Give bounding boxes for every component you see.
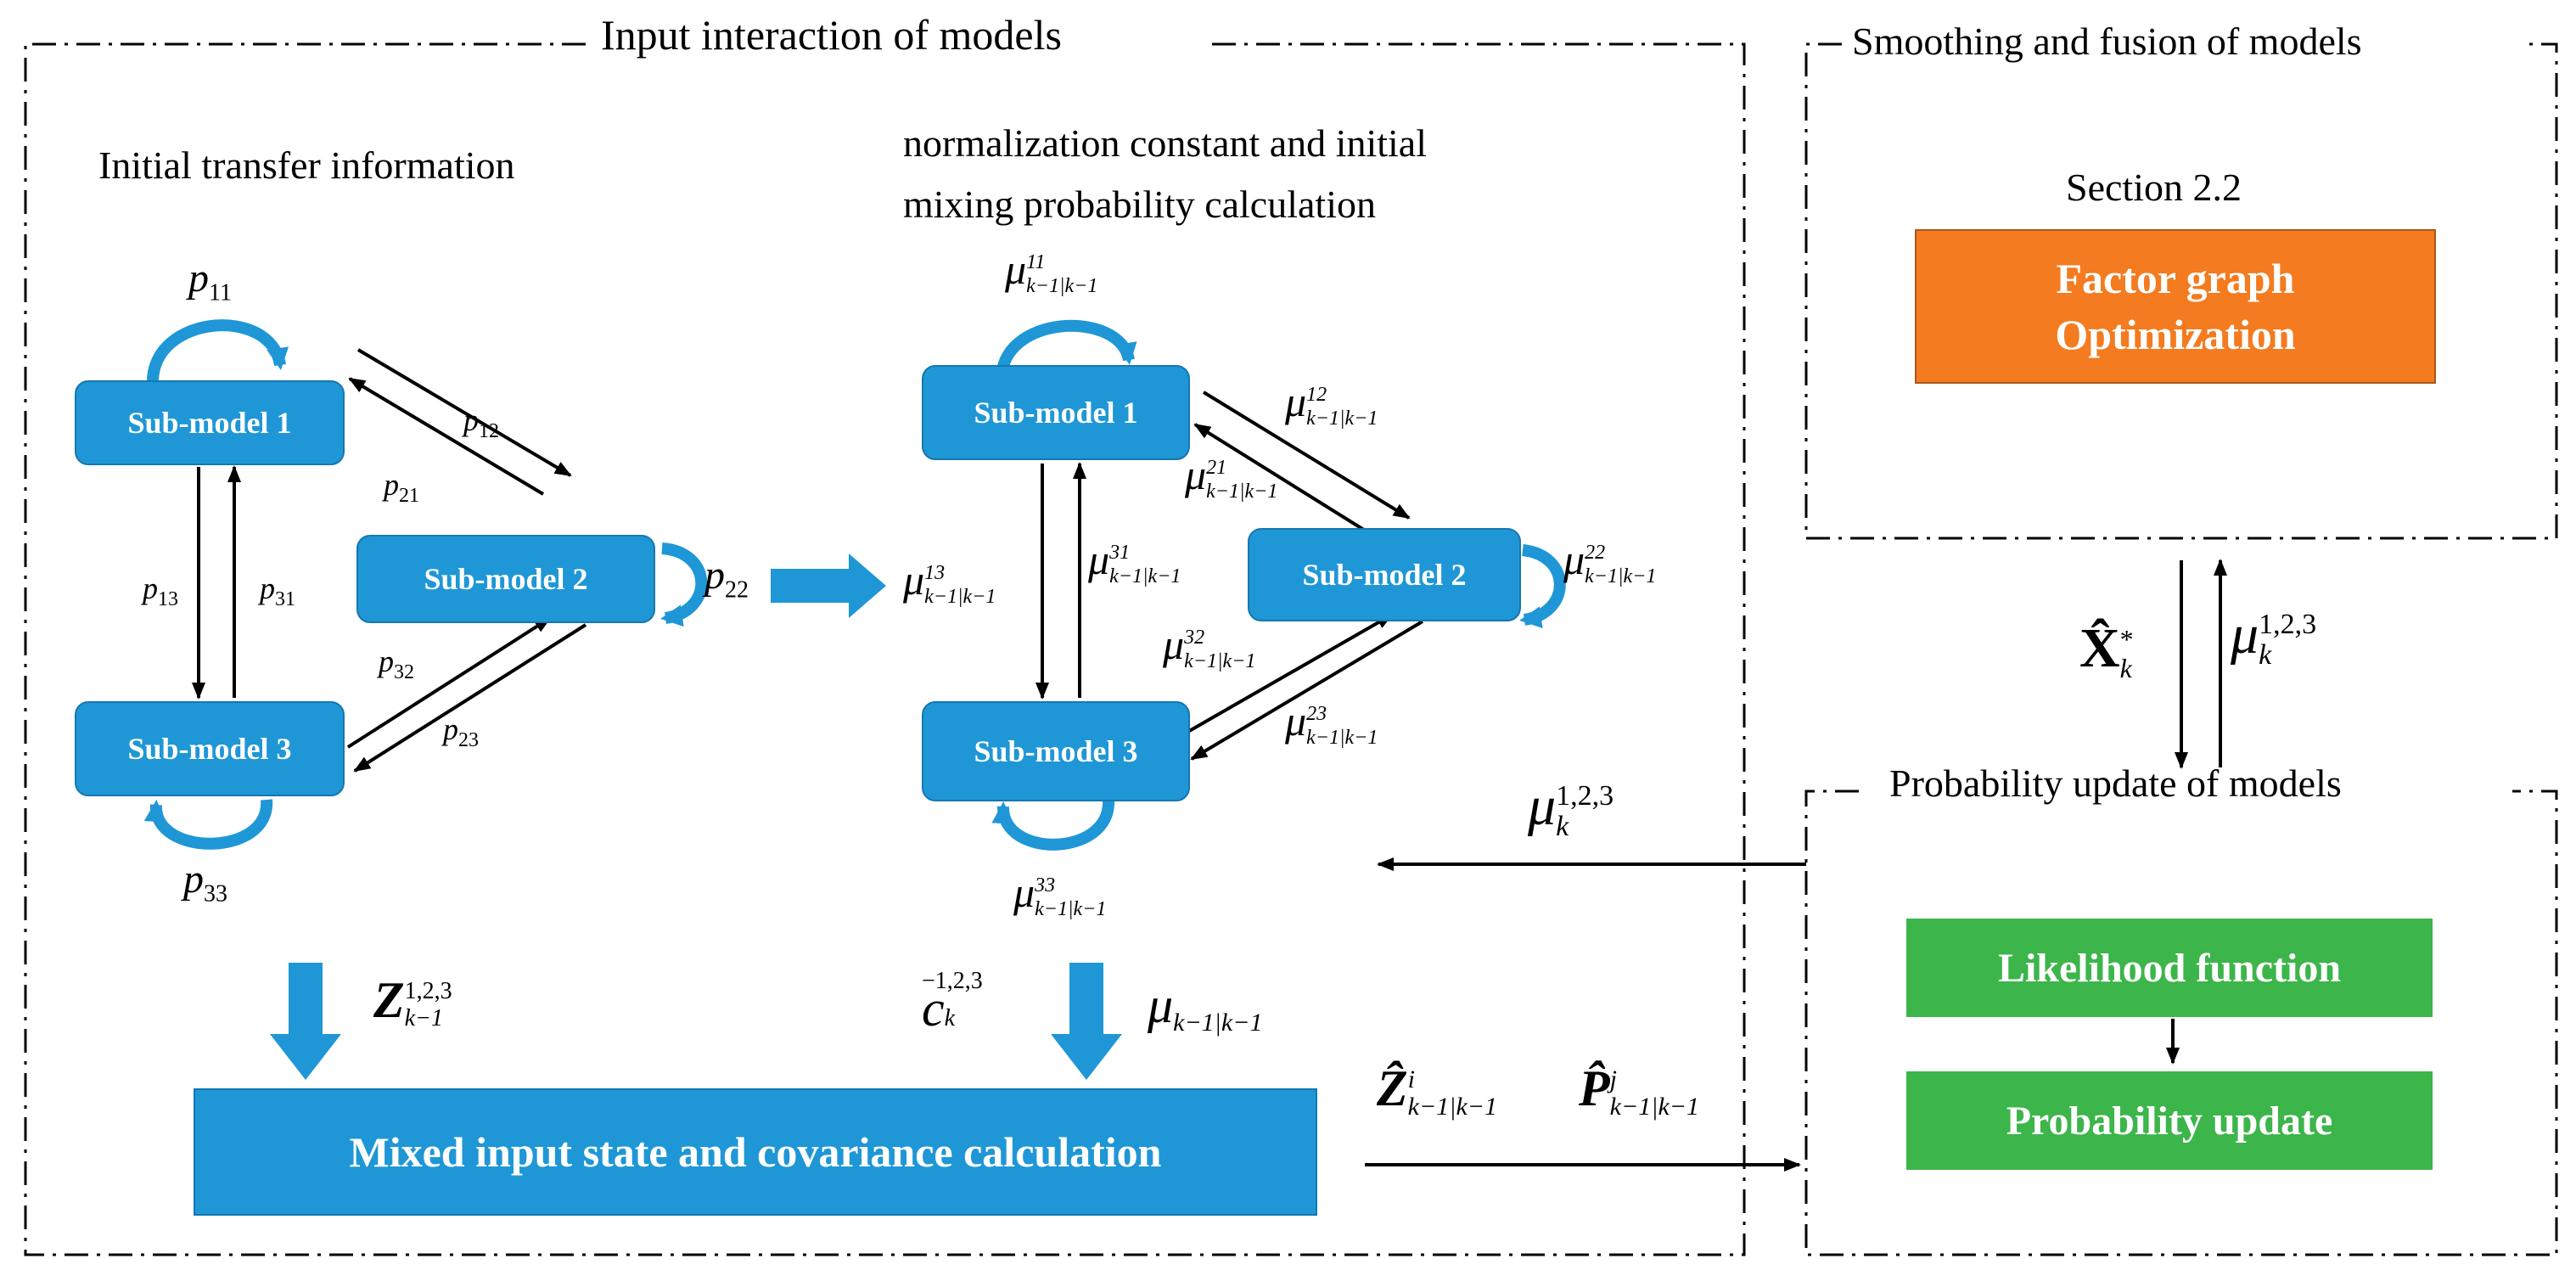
input-interaction-title: Input interaction of models xyxy=(601,11,1062,59)
mid-sub-model-3: Sub-model 3 xyxy=(922,701,1190,801)
probability-frame xyxy=(1804,790,2558,1256)
label-p13: p13 xyxy=(143,571,178,611)
feedback-arrows xyxy=(1365,857,2180,1172)
probability-update-box: Probability update xyxy=(1906,1071,2433,1170)
smoothing-title: Smoothing and fusion of models xyxy=(1852,20,2362,63)
mid-heading-line1: normalization constant and initial xyxy=(903,121,1428,165)
label-p11: p11 xyxy=(188,256,232,306)
label-p31: p31 xyxy=(260,571,295,611)
left-sub-model-1: Sub-model 1 xyxy=(75,380,345,465)
factor-graph-line2: Optimization xyxy=(2055,311,2296,358)
label-p22: p22 xyxy=(704,553,749,604)
left-sub-model-2: Sub-model 2 xyxy=(356,535,655,623)
mid-transition-arrows xyxy=(1035,391,1424,761)
label-p23: p23 xyxy=(443,712,479,752)
left-heading: Initial transfer information xyxy=(98,143,515,187)
left-transition-arrows xyxy=(192,348,587,773)
label-xhat: X̂*k xyxy=(2079,617,2134,683)
section-ref: Section 2.2 xyxy=(2066,166,2242,209)
factor-graph-line1: Factor graph xyxy=(2056,255,2295,302)
mid-heading-line2: mixing probability calculation xyxy=(903,183,1376,226)
smoothing-frame xyxy=(1804,42,2558,540)
label-p21: p21 xyxy=(384,468,419,508)
right-vertical-arrows xyxy=(2175,559,2227,769)
left-sub-model-3: Sub-model 3 xyxy=(75,701,345,796)
likelihood-box: Likelihood function xyxy=(1906,919,2433,1017)
self-loops xyxy=(143,319,1566,851)
label-p12: p12 xyxy=(463,403,499,443)
mixed-input-box: Mixed input state and covariance calcula… xyxy=(194,1088,1317,1216)
label-p33: p33 xyxy=(183,857,227,908)
input-interaction-frame xyxy=(24,42,1746,1256)
label-p32: p32 xyxy=(379,644,414,684)
block-arrows xyxy=(270,554,1122,1080)
mid-sub-model-2: Sub-model 2 xyxy=(1248,528,1521,621)
mid-sub-model-1: Sub-model 1 xyxy=(922,365,1190,460)
factor-graph-box: Factor graph Optimization xyxy=(1915,229,2436,384)
probability-update-title: Probability update of models xyxy=(1889,762,2342,805)
label-mu-mixed: μk−1|k−1 xyxy=(1148,977,1263,1037)
